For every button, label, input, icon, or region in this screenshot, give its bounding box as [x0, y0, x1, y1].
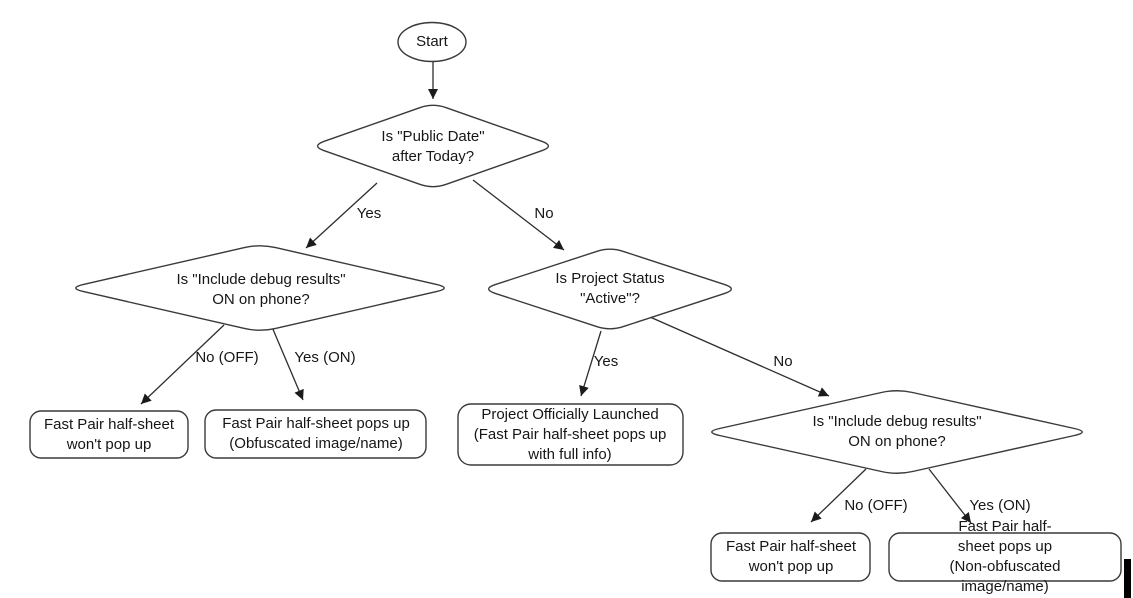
outcome-no-popup-left-shape	[29, 410, 189, 459]
edge-label-no-top: No	[534, 205, 554, 222]
edge-label-yes-top: Yes	[356, 205, 382, 222]
outcome-no-popup-left-label: Fast Pair half-sheet won't pop up	[43, 416, 175, 453]
outcome-obfuscated-shape	[204, 409, 427, 459]
edge-label-yes-on-left: Yes (ON)	[294, 349, 356, 366]
edge-no-off-to-no-popup-left	[140, 324, 225, 405]
decision-project-status-shape	[487, 248, 733, 330]
edge-yes-to-debug-left	[305, 182, 378, 249]
outcome-no-popup-right-shape	[710, 532, 871, 582]
decision-public-date-shape	[316, 104, 550, 188]
edge-no-to-project-status	[472, 179, 565, 251]
edge-yes-to-launched	[579, 330, 602, 397]
edge-yes-on-to-obfuscated	[271, 326, 304, 401]
edge-label-no-off-left: No (OFF)	[195, 349, 259, 366]
decision-public-date-label: Is "Public Date" after Today?	[381, 128, 485, 165]
edge-yes-on-to-non-obfuscated	[928, 468, 972, 524]
edge-label-yes-on-right: Yes (ON)	[969, 497, 1031, 514]
text-cursor-artifact	[1124, 559, 1131, 598]
start-node-shape	[397, 21, 467, 63]
start-node-label: Start	[416, 33, 448, 50]
edge-label-no-status: No	[773, 353, 793, 370]
decision-debug-right-shape	[711, 390, 1083, 474]
outcome-launched-shape	[457, 403, 684, 466]
edge-no-off-to-no-popup-right	[810, 468, 867, 523]
outcome-non-obfuscated-label: Fast Pair half-sheet pops up (Non-obfusc…	[949, 518, 1061, 595]
decision-project-status-label: Is Project Status "Active"?	[555, 270, 665, 307]
edge-label-no-off-right: No (OFF)	[844, 497, 908, 514]
edge-no-to-debug-right	[649, 316, 830, 397]
flowchart-nodes	[29, 21, 1122, 582]
outcome-launched-label: Project Officially Launched (Fast Pair h…	[473, 406, 667, 463]
decision-debug-left-shape	[75, 245, 445, 331]
outcome-no-popup-right-label: Fast Pair half-sheet won't pop up	[725, 538, 857, 575]
outcome-non-obfuscated-shape	[888, 532, 1122, 582]
edge-label-yes-status: Yes	[593, 353, 619, 370]
decision-debug-right-label: Is "Include debug results" ON on phone?	[812, 413, 982, 450]
decision-debug-left-label: Is "Include debug results" ON on phone?	[176, 271, 346, 308]
flowchart-edges	[140, 61, 972, 524]
outcome-obfuscated-label: Fast Pair half-sheet pops up (Obfuscated…	[222, 415, 410, 452]
